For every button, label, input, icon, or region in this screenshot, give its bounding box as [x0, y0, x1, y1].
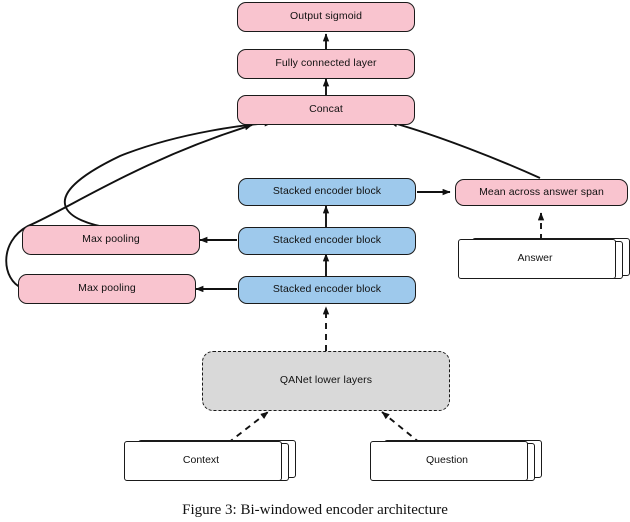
node-fully-connected-layer[interactable]: Fully connected layer: [237, 49, 415, 79]
edge-mean-to-concat: [389, 120, 541, 179]
document-question-label: Question: [425, 453, 469, 466]
edge-context-to-qanet: [227, 411, 269, 444]
document-answer-label: Answer: [517, 251, 553, 264]
node-mean-across-answer-span[interactable]: Mean across answer span: [455, 179, 628, 206]
node-stacked-encoder-block-mid[interactable]: Stacked encoder block: [238, 227, 416, 255]
edge-question-to-qanet: [381, 411, 421, 444]
node-qanet-lower-layers[interactable]: QANet lower layers: [202, 351, 450, 411]
node-stacked-encoder-block-top[interactable]: Stacked encoder block: [238, 178, 416, 206]
document-answer-sheet-front: [458, 239, 616, 279]
node-stacked-encoder-block-bottom[interactable]: Stacked encoder block: [238, 276, 416, 304]
document-context-label: Context: [182, 453, 220, 466]
node-stacked-encoder-block-top-label: Stacked encoder block: [272, 185, 382, 198]
node-max-pooling-bottom[interactable]: Max pooling: [18, 274, 196, 304]
figure-caption: Figure 3: Bi-windowed encoder architectu…: [182, 502, 448, 518]
node-output-sigmoid[interactable]: Output sigmoid: [237, 2, 415, 32]
document-answer[interactable]: Answer: [458, 238, 630, 284]
node-stacked-encoder-block-bottom-label: Stacked encoder block: [272, 283, 382, 296]
node-fully-connected-layer-label: Fully connected layer: [275, 57, 377, 70]
node-concat[interactable]: Concat: [237, 95, 415, 125]
node-max-pooling-top[interactable]: Max pooling: [22, 225, 200, 255]
edge-maxpool-bottom-to-concat: [5, 124, 253, 289]
document-context[interactable]: Context: [124, 440, 296, 486]
edge-maxpool-top-to-concat: [63, 120, 273, 229]
node-mean-across-answer-span-label: Mean across answer span: [479, 185, 604, 198]
node-output-sigmoid-label: Output sigmoid: [289, 10, 363, 23]
node-stacked-encoder-block-mid-label: Stacked encoder block: [272, 234, 382, 247]
node-qanet-lower-layers-label: QANet lower layers: [279, 374, 373, 387]
node-max-pooling-bottom-label: Max pooling: [78, 282, 136, 295]
document-question-sheet-front: [370, 441, 528, 481]
node-max-pooling-top-label: Max pooling: [82, 233, 140, 246]
document-context-sheet-front: [124, 441, 282, 481]
node-concat-label: Concat: [309, 103, 343, 116]
document-question[interactable]: Question: [370, 440, 542, 486]
